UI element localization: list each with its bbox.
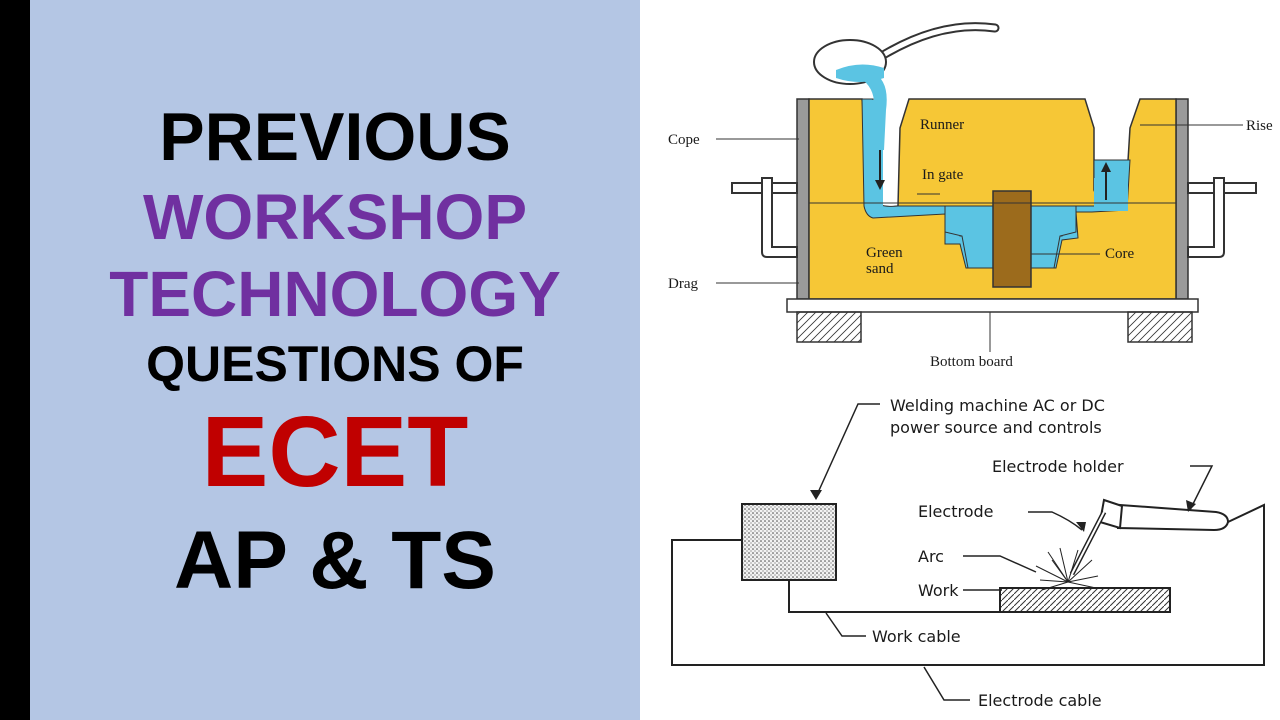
flask-left-wall bbox=[796, 98, 810, 300]
title-line-ecet: ECET bbox=[201, 396, 469, 508]
work-cable bbox=[788, 580, 1001, 613]
label-bottom-board: Bottom board bbox=[930, 354, 1013, 370]
welding-machine bbox=[741, 503, 837, 581]
core bbox=[992, 190, 1032, 288]
electrode-arrow-icon bbox=[1076, 522, 1086, 532]
machine-arrow-icon bbox=[810, 490, 822, 500]
label-electrode-cable: Electrode cable bbox=[978, 691, 1102, 710]
bottom-board bbox=[786, 298, 1199, 313]
title-line-workshop: WORKSHOP bbox=[143, 181, 527, 253]
title-line-ap-ts: AP & TS bbox=[174, 515, 496, 606]
support-block-right bbox=[1127, 311, 1193, 343]
support-block-left bbox=[796, 311, 862, 343]
electrode-holder bbox=[1098, 498, 1230, 532]
flow-arrow-up-icon bbox=[1101, 162, 1111, 200]
casting-mould-diagram: Cope Drag Runner Rise In gate Green sand… bbox=[668, 22, 1273, 370]
label-welding-machine-1: Welding machine AC or DC bbox=[890, 396, 1105, 415]
label-cope: Cope bbox=[668, 132, 700, 148]
label-work-cable: Work cable bbox=[872, 627, 961, 646]
title-panel: PREVIOUS WORKSHOP TECHNOLOGY QUESTIONS O… bbox=[30, 0, 640, 720]
title-line-questions-of: QUESTIONS OF bbox=[146, 336, 524, 392]
label-riser: Rise bbox=[1246, 118, 1273, 134]
flask-clamp-right bbox=[1187, 177, 1257, 258]
left-edge-bar bbox=[0, 0, 30, 720]
label-work: Work bbox=[918, 581, 959, 600]
label-green-sand-1: Green bbox=[866, 245, 903, 261]
flow-arrow-down-icon bbox=[875, 150, 885, 190]
work-piece bbox=[999, 587, 1171, 613]
label-welding-machine-2: power source and controls bbox=[890, 418, 1102, 437]
label-drag: Drag bbox=[668, 276, 698, 292]
label-in-gate: In gate bbox=[922, 167, 964, 183]
flask-clamp-left bbox=[731, 177, 798, 258]
label-green-sand-2: sand bbox=[866, 261, 894, 277]
electrode-cable bbox=[671, 503, 1265, 666]
label-arc: Arc bbox=[918, 547, 944, 566]
title-line-previous: PREVIOUS bbox=[159, 99, 511, 175]
welding-leader-lines bbox=[815, 403, 1214, 701]
casting-leader-lines bbox=[716, 124, 1243, 352]
label-electrode-holder: Electrode holder bbox=[992, 457, 1124, 476]
ladle-icon bbox=[813, 22, 1000, 150]
label-runner: Runner bbox=[920, 117, 964, 133]
title-line-technology: TECHNOLOGY bbox=[109, 258, 561, 330]
arc-sparks-icon bbox=[1035, 547, 1099, 591]
label-electrode: Electrode bbox=[918, 502, 993, 521]
label-core: Core bbox=[1105, 246, 1135, 262]
riser bbox=[1094, 178, 1128, 211]
flask-right-wall bbox=[1175, 98, 1189, 300]
arc-welding-diagram: Welding machine AC or DC power source an… bbox=[671, 396, 1265, 710]
holder-arrow-icon bbox=[1186, 500, 1196, 512]
